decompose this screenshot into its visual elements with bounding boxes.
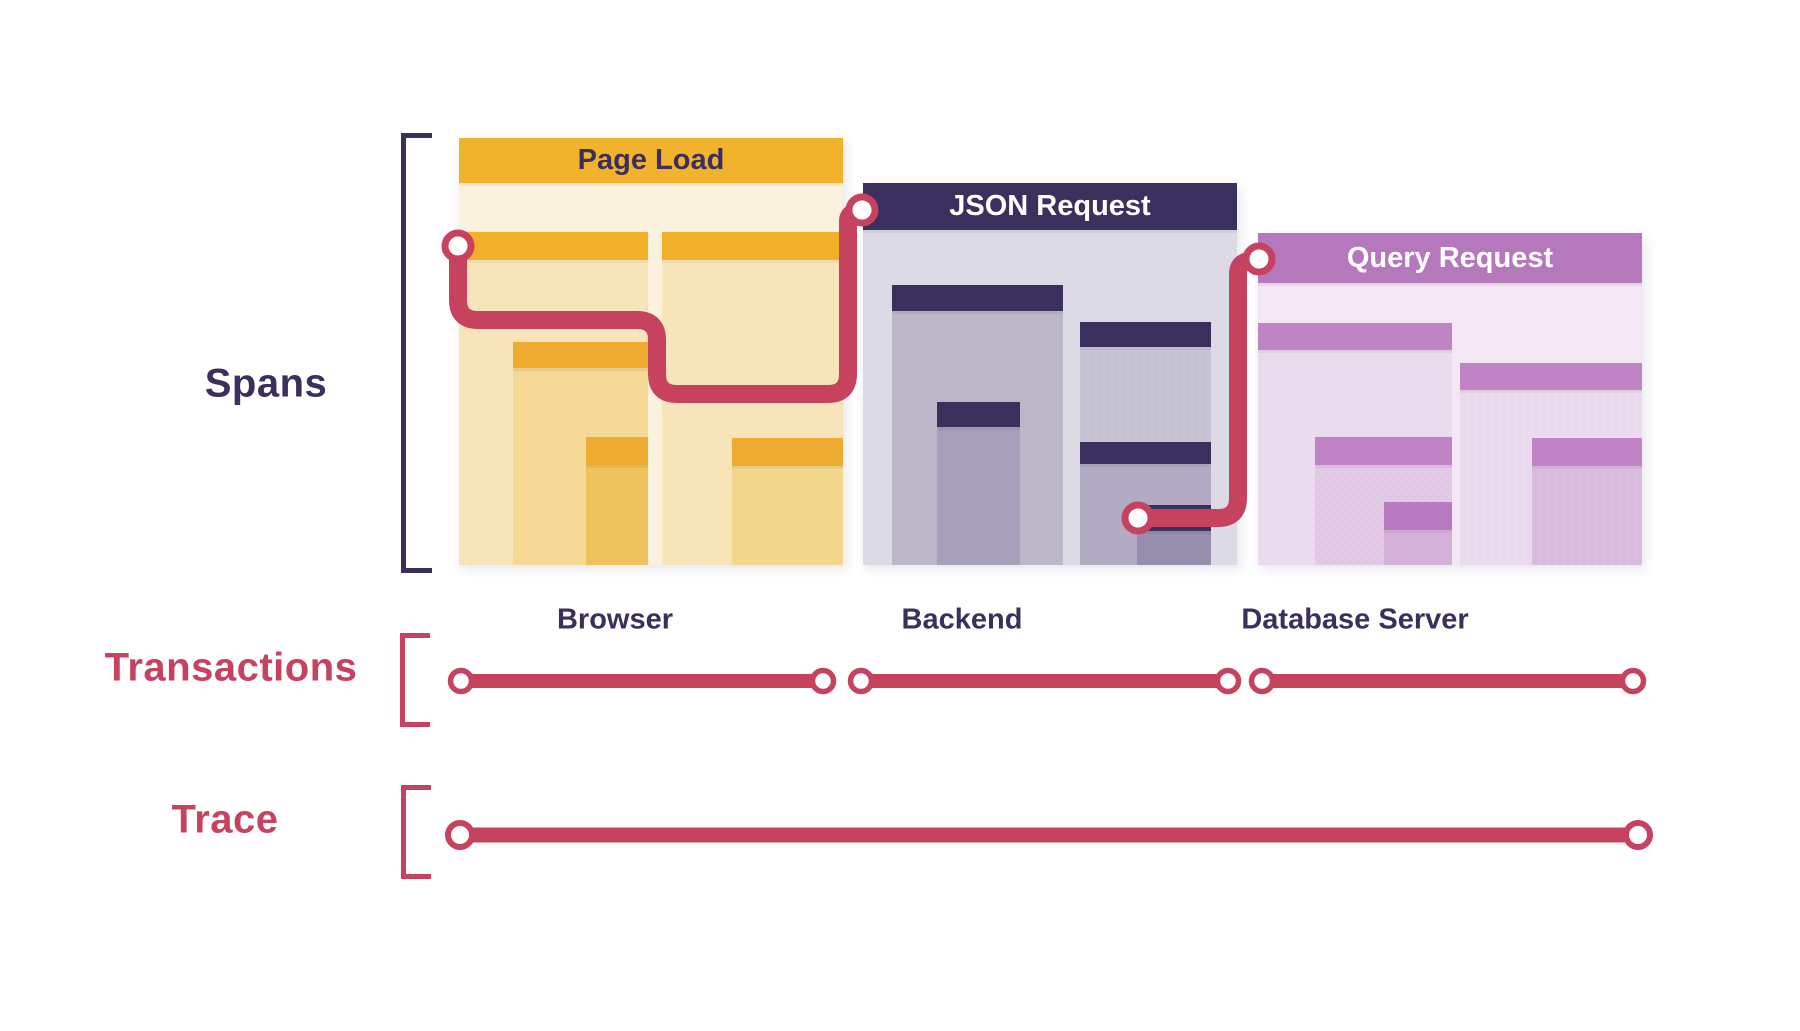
span-header <box>1384 502 1452 530</box>
trace-bracket <box>401 785 431 879</box>
span-block <box>1532 438 1642 565</box>
panel-caption-query-request: Database Server <box>1241 603 1469 636</box>
transactions-bracket <box>400 633 430 727</box>
span-header <box>1137 505 1211 531</box>
trace-node <box>445 820 475 850</box>
transaction-node <box>809 667 837 695</box>
span-header <box>1315 437 1452 465</box>
transactions-label: Transactions <box>104 645 358 690</box>
trace-node <box>1623 820 1653 850</box>
panel-header-page-load: Page Load <box>459 138 843 183</box>
spans-label: Spans <box>204 361 328 406</box>
span-header <box>1080 322 1211 347</box>
panel-json-request: JSON Request <box>863 183 1237 565</box>
span-header <box>1532 438 1642 466</box>
span-header <box>662 232 843 260</box>
panel-header-json-request: JSON Request <box>863 183 1237 230</box>
spans-bracket <box>401 133 432 573</box>
panel-header-query-request: Query Request <box>1258 233 1642 283</box>
panel-page-load: Page Load <box>459 138 843 565</box>
span-block <box>937 402 1020 565</box>
span-header <box>513 342 648 368</box>
transaction-node <box>447 667 475 695</box>
panel-query-request: Query Request <box>1258 233 1642 565</box>
panel-caption-page-load: Browser <box>556 603 674 636</box>
span-header <box>1080 442 1211 464</box>
transaction-node <box>1248 667 1276 695</box>
span-header <box>1460 363 1642 390</box>
span-block <box>892 285 1063 565</box>
transaction-node <box>847 667 875 695</box>
span-block <box>1384 502 1452 565</box>
panel-caption-json-request: Backend <box>901 603 1023 636</box>
span-header <box>937 402 1020 427</box>
span-header <box>732 438 843 466</box>
span-block <box>586 437 648 565</box>
transaction-node <box>1214 667 1242 695</box>
span-header <box>892 285 1063 311</box>
trace-label: Trace <box>171 797 279 842</box>
transaction-node <box>1619 667 1647 695</box>
span-block <box>732 438 843 565</box>
span-header <box>459 232 648 260</box>
span-header <box>1258 323 1452 350</box>
span-header <box>586 437 648 465</box>
span-block <box>1137 505 1211 565</box>
